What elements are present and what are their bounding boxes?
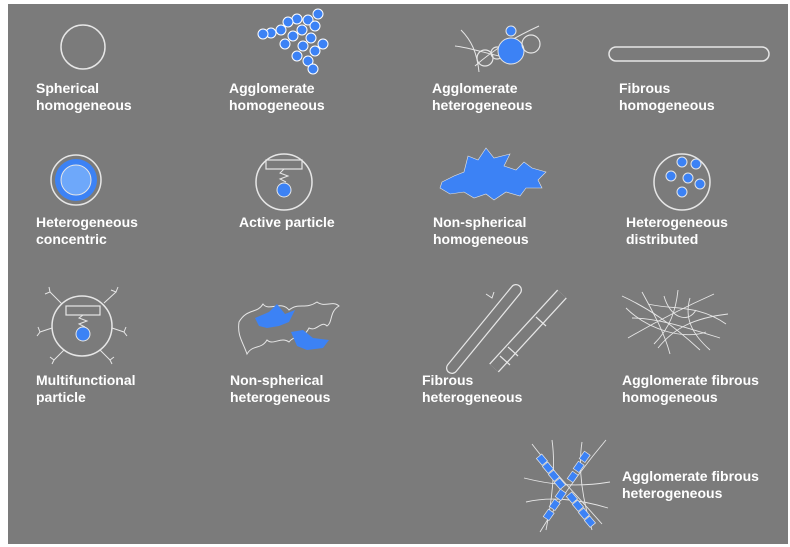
label-line-2: heterogeneous [230,389,331,405]
segmented-rods-icon [446,284,567,374]
label-line-1: Heterogeneous [626,214,728,230]
label-line-1: Multifunctional [36,372,136,388]
bead-cluster-icon [257,8,329,75]
label-line-1: Non-spherical [433,214,527,230]
label-line-2: heterogeneous [622,485,723,501]
mixed-cluster-icon [454,25,541,73]
label-line-2: heterogeneous [422,389,523,405]
irregular-blob-icon [439,147,547,201]
label-line-1: Agglomerate fibrous [622,468,759,484]
label-line-2: homogeneous [433,231,529,247]
label-line-2: homogeneous [622,389,718,405]
label-line-2: heterogeneous [432,97,533,113]
active-particle-icon [255,153,313,211]
multifunctional-particle-icon [36,286,128,365]
label-line-2: distributed [626,231,699,247]
label-line-2: concentric [36,231,107,247]
core-shell-icon [50,154,102,206]
label-line-1: Fibrous [422,372,474,388]
particle-types-panel: Spherical homogeneous Agglomerate homoge… [8,4,788,544]
label-line-2: homogeneous [229,97,325,113]
label-line-1: Agglomerate [432,80,518,96]
label-line-1: Heterogeneous [36,214,138,230]
label-line-2: homogeneous [36,97,132,113]
label-line-1: Active particle [239,214,335,230]
rod-icon [608,46,770,62]
label-line-2: homogeneous [619,97,715,113]
label-line-1: Spherical [36,80,100,96]
label-line-1: Agglomerate fibrous [622,372,759,388]
mixed-fiber-tangle-icon [523,439,611,533]
label-line-1: Fibrous [619,80,671,96]
dotted-sphere-icon [653,153,711,211]
plain-circle-icon [60,24,106,70]
label-line-1: Agglomerate [229,80,315,96]
label-line-1: Non-spherical [230,372,324,388]
irregular-mixed-blob-icon [238,301,340,356]
fiber-tangle-icon [621,289,729,355]
label-line-2: particle [36,389,86,405]
